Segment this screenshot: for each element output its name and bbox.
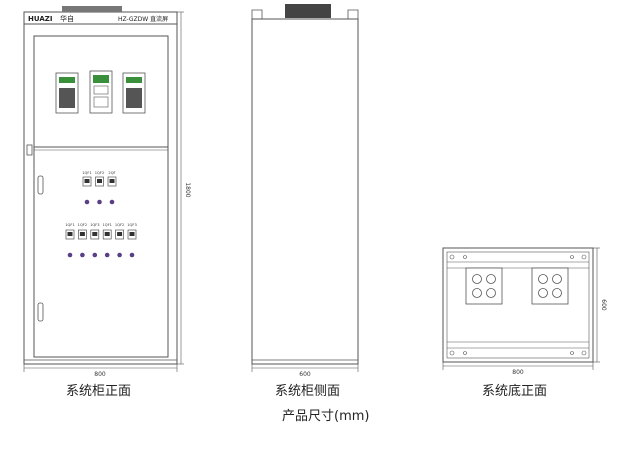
switch-label: 1QF3 bbox=[127, 223, 136, 227]
front-dimensions bbox=[23, 11, 184, 372]
breaker-toggle bbox=[84, 179, 90, 183]
side-width-label: 600 bbox=[299, 371, 311, 378]
bottom-outline bbox=[442, 247, 594, 363]
switch-label: 1QF1 bbox=[82, 171, 91, 175]
front-brand-cn: 华自 bbox=[60, 14, 74, 23]
monitor-module bbox=[89, 70, 113, 114]
bottom-depth-label: 600 bbox=[600, 299, 607, 311]
front-brand: HUAZI bbox=[28, 15, 52, 23]
front-hinge-top bbox=[26, 144, 33, 156]
front-top-vent bbox=[62, 6, 122, 12]
front-model: HZ-GZDW 直流屏 bbox=[118, 15, 168, 23]
mid-switch-group: 1QF1 1QF2 2QF bbox=[82, 171, 117, 205]
indicator-lamp bbox=[109, 199, 115, 205]
side-view bbox=[251, 4, 359, 365]
indicator-lamp bbox=[92, 252, 98, 258]
bottom-inner-frame bbox=[446, 251, 590, 359]
indicator-lamp bbox=[104, 252, 110, 258]
indicator-lamp bbox=[117, 252, 122, 258]
indicator-lamp bbox=[67, 252, 73, 258]
breaker-toggle bbox=[104, 232, 110, 236]
switch-label: 2QF bbox=[108, 171, 115, 175]
breaker-toggle bbox=[79, 232, 85, 236]
front-caption: 系统柜正面 bbox=[66, 384, 132, 399]
front-cabinet-outline bbox=[23, 11, 178, 365]
side-top-vent bbox=[285, 4, 331, 18]
front-handle-lower bbox=[37, 302, 44, 322]
cable-plate-right bbox=[531, 267, 569, 305]
bottom-caption: 系统底正面 bbox=[482, 384, 548, 399]
indicator-lamp bbox=[84, 199, 90, 205]
side-cabinet-outline bbox=[251, 18, 359, 365]
bottom-dimensions bbox=[442, 247, 600, 370]
indicator-lamp bbox=[129, 252, 135, 258]
bottom-width-label: 800 bbox=[512, 369, 524, 376]
switch-label: 1QF3 bbox=[90, 223, 99, 227]
front-height-label: 1800 bbox=[184, 182, 191, 197]
indicator-lamp bbox=[97, 199, 102, 205]
breaker-toggle bbox=[97, 179, 102, 183]
charger-module-1 bbox=[55, 72, 79, 114]
side-hood-right bbox=[347, 9, 359, 19]
breaker-toggle bbox=[92, 232, 98, 236]
bottom-view bbox=[442, 247, 594, 363]
side-hood-left bbox=[251, 9, 263, 19]
cable-plate-left bbox=[465, 267, 503, 305]
front-handle-upper bbox=[37, 175, 44, 195]
footer-title: 产品尺寸(mm) bbox=[282, 409, 370, 424]
switch-label: 1QF1 bbox=[65, 223, 74, 227]
breaker-toggle bbox=[67, 232, 73, 236]
front-door-frame bbox=[33, 35, 169, 358]
side-dimensions bbox=[251, 364, 359, 372]
front-view bbox=[23, 6, 178, 365]
breaker-toggle bbox=[129, 232, 135, 236]
indicator-lamp bbox=[80, 252, 85, 258]
breaker-toggle bbox=[117, 232, 123, 236]
switch-label: 1QF2 bbox=[115, 223, 124, 227]
switch-label: 1QF2 bbox=[78, 223, 87, 227]
front-width-label: 800 bbox=[94, 371, 106, 378]
charger-module-2 bbox=[122, 72, 146, 114]
breaker-toggle bbox=[109, 179, 115, 183]
switch-label: 1QF2 bbox=[95, 171, 104, 175]
switch-label: 1QF1 bbox=[102, 223, 111, 227]
side-caption: 系统柜侧面 bbox=[275, 384, 341, 399]
